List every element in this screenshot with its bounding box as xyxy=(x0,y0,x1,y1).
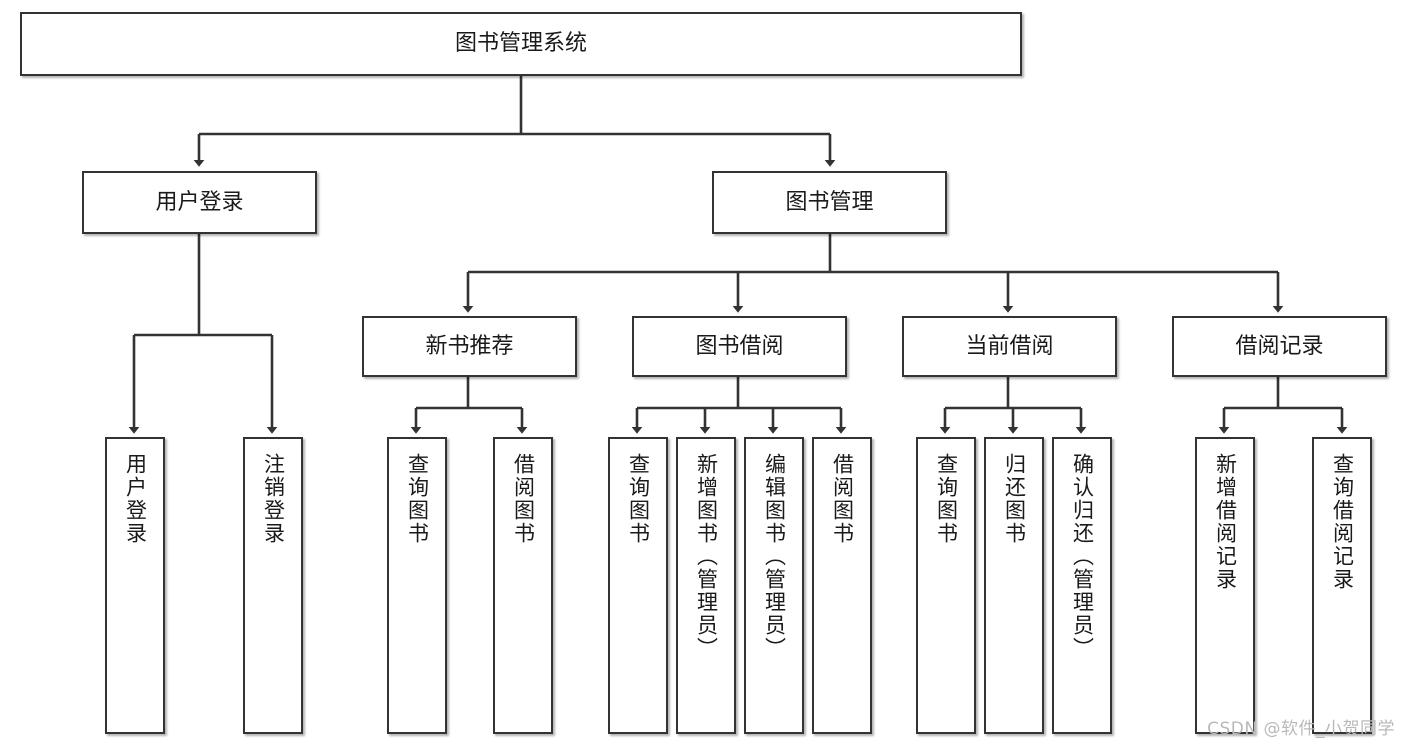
node-root-book-management-system[interactable]: 图书管理系统 xyxy=(20,12,1022,76)
node-label: 借阅记录 xyxy=(1235,333,1324,359)
node-label: 归还图书 xyxy=(1002,453,1027,545)
node-label: 查询图书 xyxy=(626,453,651,545)
node-leaf-query-book-new[interactable]: 查询图书 xyxy=(387,437,447,734)
node-label: 图书借阅 xyxy=(695,333,784,359)
node-label: 当前借阅 xyxy=(965,333,1054,359)
node-label: 注销登录 xyxy=(261,453,286,545)
node-user-login[interactable]: 用户登录 xyxy=(82,171,317,234)
node-leaf-borrow-book-new[interactable]: 借阅图书 xyxy=(493,437,553,734)
node-leaf-logout[interactable]: 注销登录 xyxy=(243,437,303,734)
node-label: 查询图书 xyxy=(934,453,959,545)
node-label: 新增图书（管理员） xyxy=(694,453,719,660)
node-label: 借阅图书 xyxy=(830,453,855,545)
node-current-borrow[interactable]: 当前借阅 xyxy=(902,316,1117,377)
node-leaf-query-book-current[interactable]: 查询图书 xyxy=(916,437,976,734)
node-label: 编辑图书（管理员） xyxy=(762,453,787,660)
node-new-book-recommend[interactable]: 新书推荐 xyxy=(362,316,577,377)
node-label: 图书管理 xyxy=(785,189,874,215)
node-label: 查询借阅记录 xyxy=(1330,453,1355,591)
node-book-manage[interactable]: 图书管理 xyxy=(712,171,947,234)
node-leaf-user-login[interactable]: 用户登录 xyxy=(105,437,165,734)
node-leaf-add-borrow-record[interactable]: 新增借阅记录 xyxy=(1195,437,1255,734)
node-label: 用户登录 xyxy=(123,453,148,545)
node-leaf-edit-book-admin[interactable]: 编辑图书（管理员） xyxy=(744,437,804,734)
node-leaf-return-book[interactable]: 归还图书 xyxy=(984,437,1044,734)
node-leaf-add-book-admin[interactable]: 新增图书（管理员） xyxy=(676,437,736,734)
node-label: 新书推荐 xyxy=(425,333,514,359)
node-label: 新增借阅记录 xyxy=(1213,453,1238,591)
node-book-borrow[interactable]: 图书借阅 xyxy=(632,316,847,377)
node-leaf-confirm-return-admin[interactable]: 确认归还（管理员） xyxy=(1052,437,1112,734)
node-label: 用户登录 xyxy=(155,189,244,215)
node-label: 确认归还（管理员） xyxy=(1070,453,1095,660)
node-label: 图书管理系统 xyxy=(454,31,587,57)
node-leaf-query-borrow-record[interactable]: 查询借阅记录 xyxy=(1312,437,1372,734)
watermark-csdn: CSDN @软件_小贺同学 xyxy=(1207,719,1395,739)
node-leaf-query-book-borrow[interactable]: 查询图书 xyxy=(608,437,668,734)
node-leaf-borrow-book[interactable]: 借阅图书 xyxy=(812,437,872,734)
node-borrow-record[interactable]: 借阅记录 xyxy=(1172,316,1387,377)
node-label: 借阅图书 xyxy=(511,453,536,545)
node-label: 查询图书 xyxy=(405,453,430,545)
